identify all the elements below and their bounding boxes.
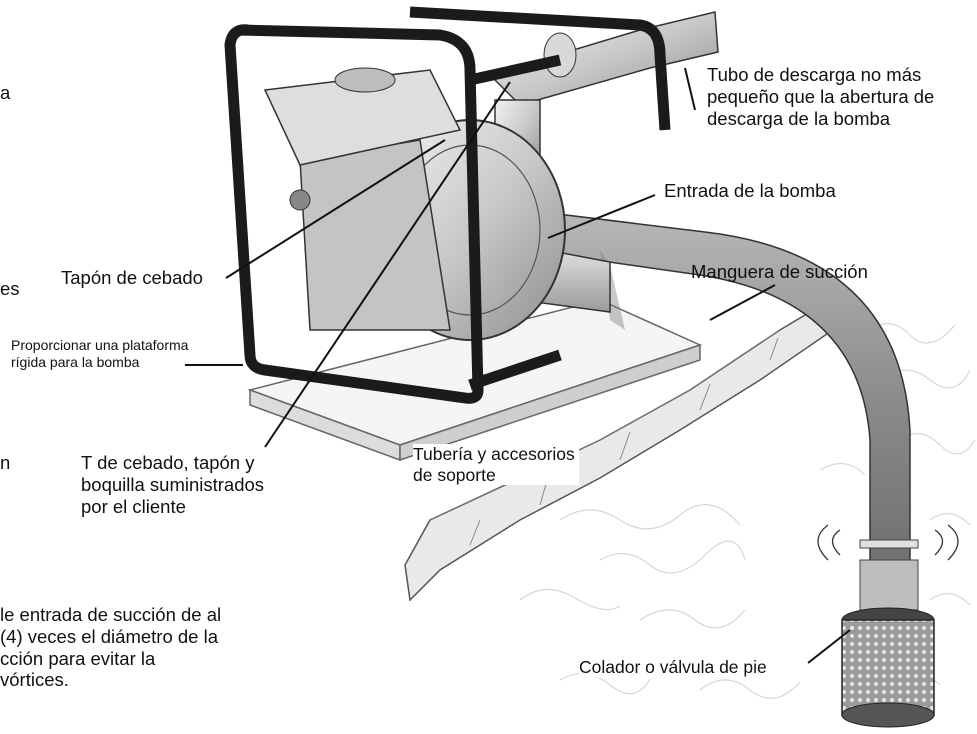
- cutoff-note: le entrada de succión de al (4) veces el…: [0, 604, 221, 691]
- leader-discharge-pipe: [684, 67, 696, 111]
- label-line: por el cliente: [81, 495, 186, 517]
- label-discharge-pipe: Tubo de descarga no más pequeño que la a…: [707, 64, 934, 129]
- label-platform: Proporcionar una plataforma rígida para …: [11, 337, 188, 370]
- label-line: T de cebado, tapón y: [81, 452, 255, 473]
- note-line: cción para evitar la: [0, 647, 156, 669]
- label-line: Proporcionar una plataforma: [11, 337, 189, 353]
- leader-strainer: [807, 629, 851, 664]
- label-strainer: Colador o válvula de pie: [579, 657, 767, 678]
- label-suction-hose: Manguera de succión: [691, 261, 868, 282]
- note-line: vórtices.: [0, 669, 69, 691]
- cutoff-fragment-n: n: [0, 452, 11, 473]
- cutoff-fragment-es: es: [0, 278, 20, 299]
- label-priming-plug: Tapón de cebado: [61, 267, 203, 288]
- note-line: le entrada de succión de al: [0, 604, 222, 625]
- label-line: pequeño que la abertura de: [707, 85, 935, 107]
- label-support: Tubería y accesorios de soporte: [413, 444, 579, 486]
- label-line: de soporte: [413, 464, 496, 485]
- label-line: rígida para la bomba: [11, 353, 140, 370]
- strainer: [817, 524, 959, 728]
- leader-lines: [185, 67, 851, 664]
- leader-pump-inlet: [547, 194, 656, 239]
- label-line: Tubería y accesorios: [413, 444, 575, 464]
- leader-priming-plug: [225, 139, 446, 279]
- label-priming-tee: T de cebado, tapón y boquilla suministra…: [81, 452, 264, 517]
- label-line: boquilla suministrados: [81, 473, 265, 495]
- leader-suction-hose: [709, 284, 776, 321]
- cutoff-fragment-a: a: [0, 82, 11, 103]
- note-line: (4) veces el diámetro de la: [0, 625, 218, 647]
- label-line: descarga de la bomba: [707, 107, 891, 129]
- pump-frame: [224, 6, 671, 404]
- label-pump-inlet: Entrada de la bomba: [664, 180, 836, 201]
- leader-priming-tee: [264, 81, 511, 448]
- label-line: Tubo de descarga no más: [707, 64, 922, 85]
